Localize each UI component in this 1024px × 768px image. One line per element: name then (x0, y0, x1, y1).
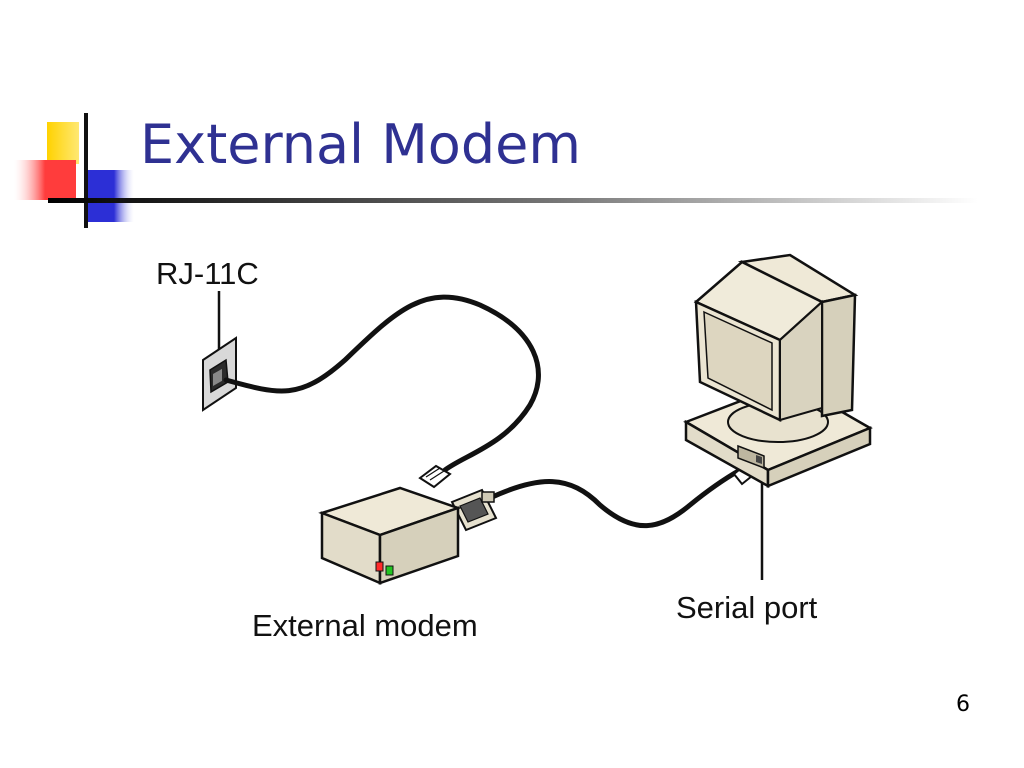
slide-number: 6 (956, 692, 970, 717)
rj11-plug-icon (418, 464, 452, 489)
external-modem-icon (318, 486, 462, 585)
computer-icon (683, 253, 873, 489)
phone-cable (223, 294, 541, 473)
modem-label: External modem (252, 608, 478, 643)
slide-title: External Modem (140, 113, 581, 176)
modem-red-led (375, 561, 384, 572)
wall-jack-icon (202, 336, 237, 412)
modem-green-led (385, 565, 394, 576)
db9-connector-icon (450, 488, 498, 532)
wall-jack-label: RJ-11C (156, 256, 259, 291)
serial-port-label: Serial port (676, 590, 818, 625)
serial-cable (487, 467, 743, 529)
